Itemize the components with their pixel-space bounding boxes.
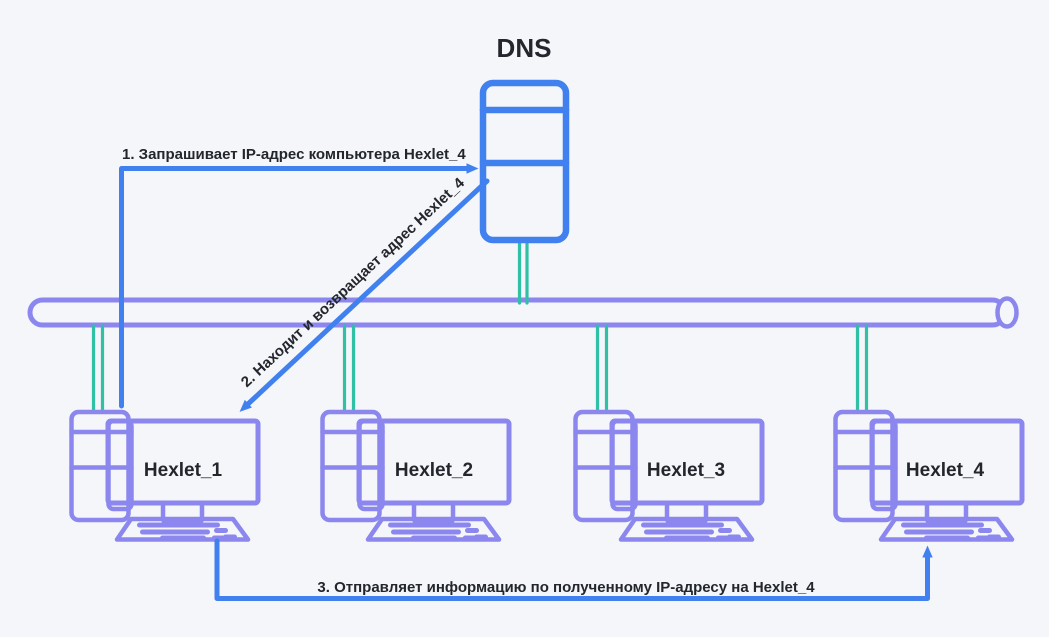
arrow-step-2 <box>239 178 490 412</box>
network-bus-pipe-icon <box>27 296 1019 329</box>
bus-pipe-end-cap <box>995 296 1019 329</box>
arrow-step-1 <box>119 163 479 409</box>
cables <box>91 239 869 413</box>
bus-pipe-body <box>27 297 1008 328</box>
cable-dns <box>517 239 529 305</box>
server-icon <box>479 79 570 244</box>
computer-label-hexlet-2: Hexlet_2 <box>395 460 473 481</box>
dns-title: DNS <box>497 33 552 63</box>
cable-hexlet-1 <box>91 324 105 413</box>
arrow-step-3 <box>214 538 933 601</box>
computer-label-hexlet-4: Hexlet_4 <box>906 460 985 481</box>
arrow-label-step-1: 1. Запрашивает IP-адрес компьютера Hexle… <box>122 146 466 163</box>
computer-label-hexlet-1: Hexlet_1 <box>144 460 223 481</box>
cable-hexlet-4 <box>855 324 869 413</box>
cable-hexlet-2 <box>342 324 356 413</box>
arrow-label-step-3: 3. Отправляет информацию по полученному … <box>317 579 815 596</box>
computer-label-hexlet-3: Hexlet_3 <box>647 460 725 481</box>
arrows <box>119 163 933 601</box>
cable-hexlet-3 <box>595 324 609 413</box>
